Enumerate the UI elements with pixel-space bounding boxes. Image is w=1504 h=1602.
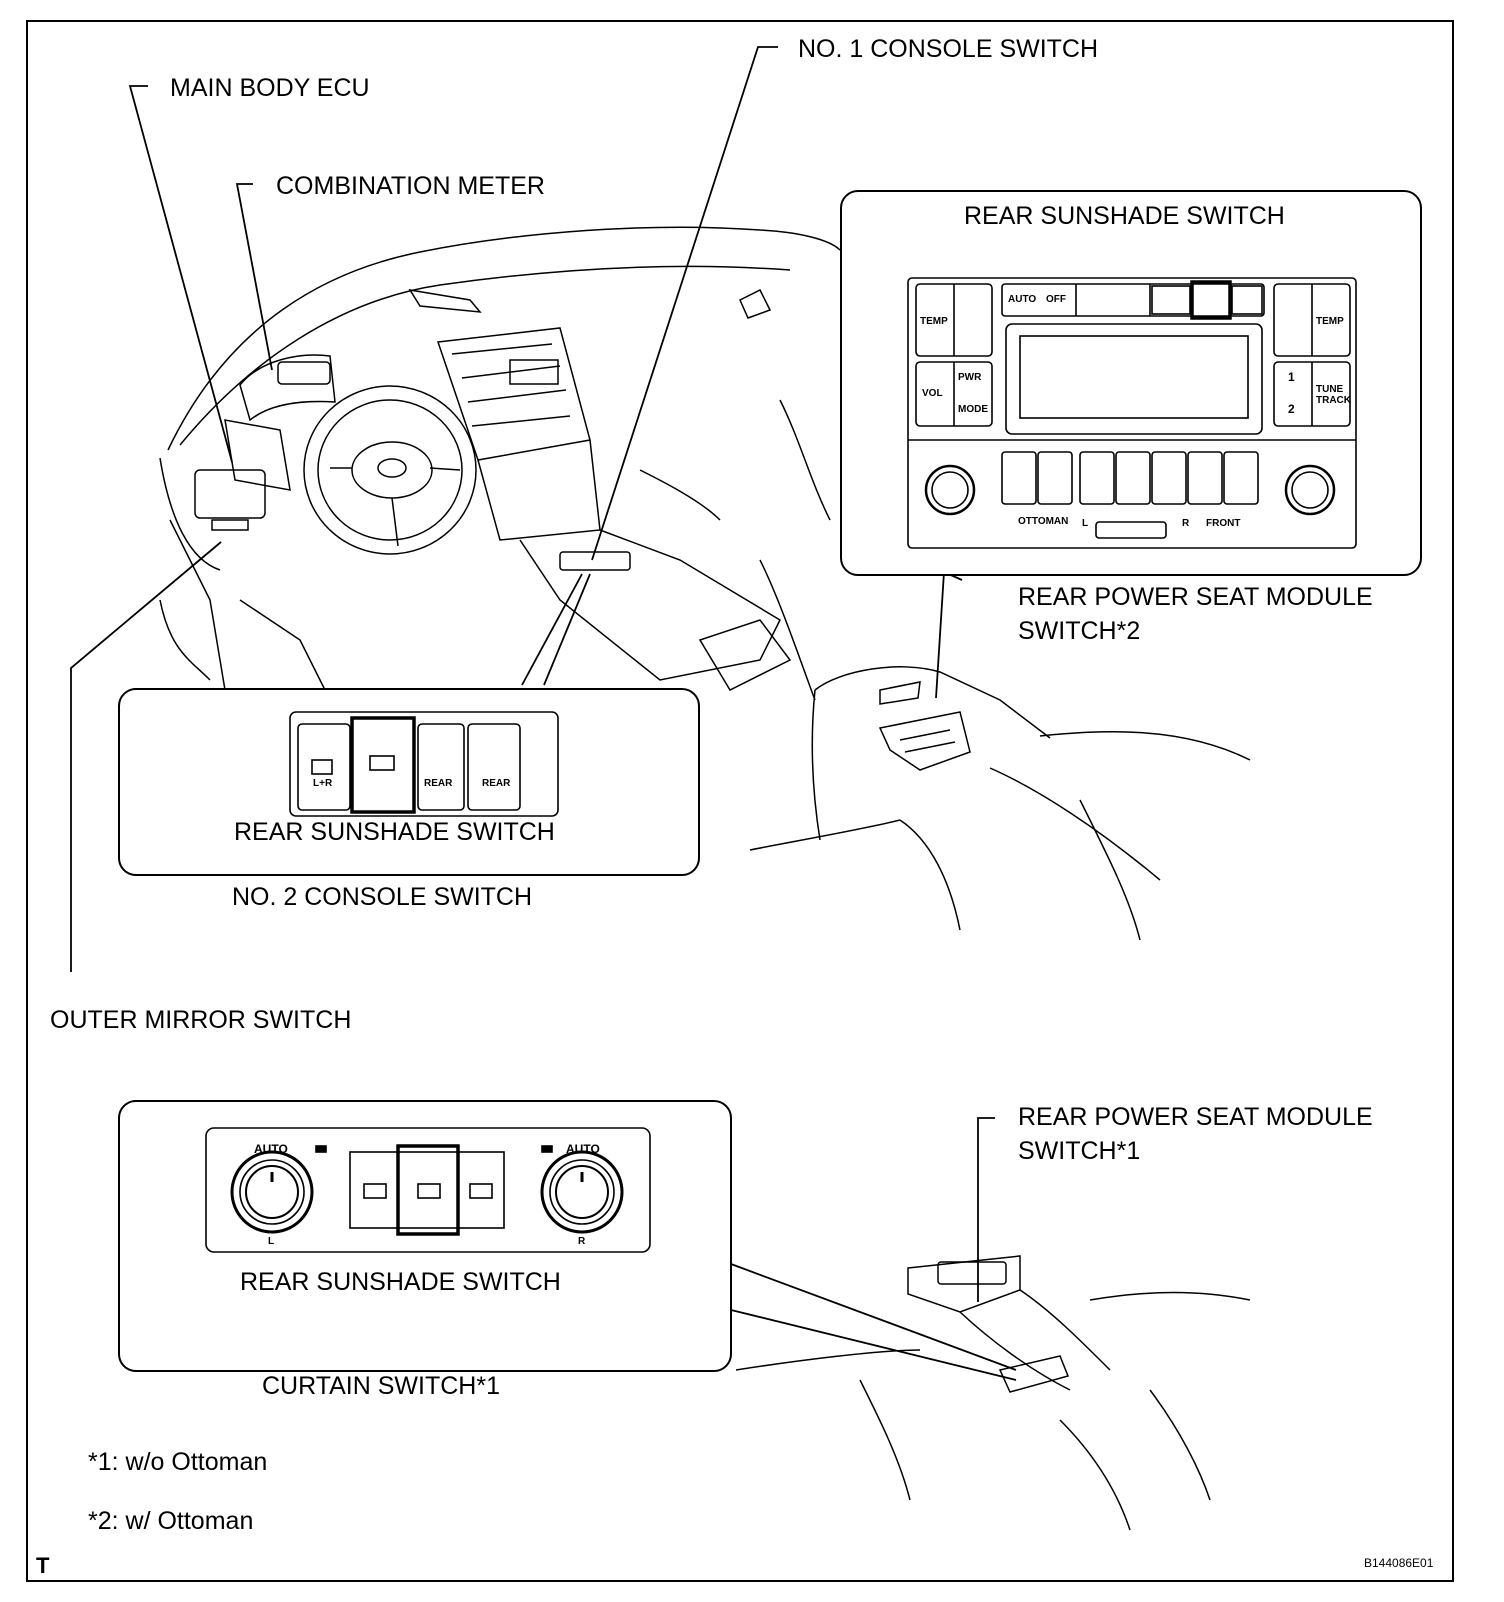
label-no1-console-switch: NO. 1 CONSOLE SWITCH	[798, 35, 1099, 63]
audio-vol-label: VOL	[922, 388, 943, 399]
leader-rear-power-seat-1	[977, 1117, 995, 1302]
label-combination-meter: COMBINATION METER	[276, 172, 545, 200]
climate-l-label: L	[1082, 518, 1089, 529]
leader-curtain-a	[730, 1263, 1017, 1371]
figure-code: B144086E01	[1364, 1556, 1434, 1570]
curtain-l-label: L	[268, 1236, 275, 1247]
footnote-1: *1: w/o Ottoman	[88, 1448, 268, 1476]
label-rear-sunshade-switch-mid: REAR SUNSHADE SWITCH	[234, 818, 555, 846]
curtain-auto-right-label: AUTO	[566, 1142, 600, 1156]
no2-rear-b-label: REAR	[482, 778, 511, 789]
label-rear-power-seat-module-switch-1: REAR POWER SEAT MODULE SWITCH*1	[1018, 1103, 1373, 1165]
climate-r-label: R	[1182, 518, 1190, 529]
leader-main-body-ecu	[128, 85, 233, 463]
label-rear-sunshade-switch-top: REAR SUNSHADE SWITCH	[964, 202, 1285, 230]
curtain-auto-left-label: AUTO	[254, 1142, 288, 1156]
rear-seat-sketch-lower	[735, 1255, 1251, 1531]
audio-one-label: 1	[1288, 370, 1295, 384]
rear-seat-sketch-upper	[749, 666, 1251, 941]
leader-lines	[70, 46, 1017, 1381]
highlighted-sunshade-button-top	[1190, 280, 1232, 320]
climate-temp-right-label: TEMP	[1316, 316, 1344, 327]
no2-rear-a-label: REAR	[424, 778, 453, 789]
highlighted-sunshade-button-mid	[350, 716, 416, 814]
right-dial-bottom	[540, 1150, 624, 1234]
leader-curtain-b	[730, 1309, 1017, 1381]
left-dial-top	[924, 464, 976, 516]
label-outer-mirror-switch: OUTER MIRROR SWITCH	[50, 1006, 352, 1034]
climate-off-label: OFF	[1046, 294, 1066, 305]
leader-no2-b	[543, 573, 591, 686]
highlighted-sunshade-button-bottom	[396, 1144, 460, 1236]
diagram-frame	[26, 20, 1454, 1582]
leader-no1-console-switch	[591, 46, 778, 561]
climate-auto-label: AUTO	[1008, 294, 1037, 305]
no2-lr-label: L+R	[313, 778, 333, 789]
label-no2-console-switch: NO. 2 CONSOLE SWITCH	[232, 883, 533, 911]
rear-sunshade-panel-bottom	[118, 1100, 732, 1372]
right-dial-top	[1284, 464, 1336, 516]
leader-no2-a	[521, 573, 583, 686]
audio-tune-track-label: TUNE TRACK	[1316, 384, 1351, 406]
seat-buttons	[1001, 451, 1259, 505]
left-dial-bottom	[230, 1150, 314, 1234]
label-curtain-switch-1: CURTAIN SWITCH*1	[262, 1372, 500, 1400]
audio-pwr-label: PWR	[958, 372, 982, 383]
corner-mark: T	[36, 1553, 50, 1578]
leader-combination-meter	[235, 183, 273, 371]
ottoman-group-label: OTTOMAN	[1018, 516, 1069, 527]
dashboard-sketch	[159, 226, 841, 721]
label-rear-sunshade-switch-bottom: REAR SUNSHADE SWITCH	[240, 1268, 561, 1296]
rear-sunshade-panel-top	[840, 190, 1422, 576]
curtain-r-label: R	[578, 1236, 586, 1247]
front-group-label: FRONT	[1206, 518, 1241, 529]
label-main-body-ecu: MAIN BODY ECU	[170, 74, 370, 102]
label-rear-power-seat-module-switch-2: REAR POWER SEAT MODULE SWITCH*2	[1018, 583, 1373, 645]
audio-two-label: 2	[1288, 402, 1295, 416]
audio-mode-label: MODE	[958, 404, 988, 415]
leader-outer-mirror-switch	[70, 541, 222, 972]
climate-temp-left-label: TEMP	[920, 316, 948, 327]
footnote-2: *2: w/ Ottoman	[88, 1507, 254, 1535]
